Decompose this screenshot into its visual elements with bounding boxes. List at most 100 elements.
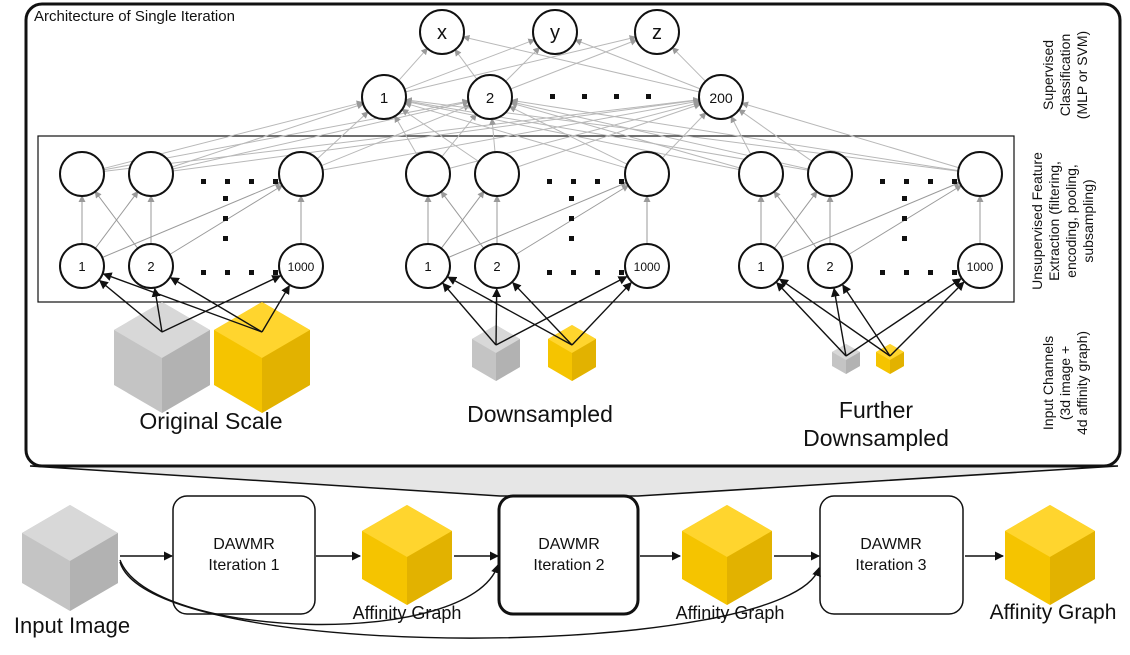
svg-text:Unsupervised Feature: Unsupervised Feature <box>1029 152 1045 290</box>
filter-pool-edge <box>94 190 139 249</box>
pool-node-c1 <box>738 151 784 197</box>
pool-hidden-edge <box>489 117 497 153</box>
pipeline: Input Image DAWMR Iteration 1 DAWMR Iter… <box>14 494 1117 639</box>
ellipsis-dot <box>928 270 933 275</box>
input-arrow <box>495 276 628 346</box>
hidden-output-edge <box>510 38 638 90</box>
ellipsis-dot <box>223 216 228 221</box>
pool-hidden-edge <box>103 96 701 172</box>
ellipsis-dot <box>550 94 555 99</box>
scale-label-downsampled: Downsampled <box>467 401 613 427</box>
zoom-funnel-shape <box>29 465 1119 497</box>
svg-text:(MLP or SVM): (MLP or SVM) <box>1074 31 1090 119</box>
output-node-y <box>532 9 578 55</box>
ellipsis-dot <box>619 179 624 184</box>
connection-edges <box>78 34 984 258</box>
pool-node-a1 <box>59 151 105 197</box>
ellipsis-dot <box>595 270 600 275</box>
pool-hidden-edge <box>172 99 470 170</box>
ellipsis-dot <box>249 179 254 184</box>
cube-original-yellow <box>214 302 310 413</box>
ellipsis-dot <box>249 270 254 275</box>
ellipsis-dot <box>952 179 957 184</box>
filter-label-b3: 1000 <box>634 260 661 274</box>
pool-node-c2 <box>807 151 853 197</box>
ellipsis-dot <box>273 270 278 275</box>
filter-node-c2 <box>807 243 853 289</box>
input-arrow <box>261 284 290 333</box>
ellipsis-dot <box>571 179 576 184</box>
ellipsis-dot <box>225 179 230 184</box>
input-arrow <box>442 282 497 346</box>
iteration-2-line1: DAWMR <box>538 536 600 553</box>
pool-node-a2 <box>128 151 174 197</box>
pool-hidden-edge <box>404 101 627 169</box>
input-arrow <box>169 277 263 333</box>
ellipsis-dot <box>880 270 885 275</box>
ellipsis-dot <box>904 179 909 184</box>
scale-label-further-downsampled: Downsampled <box>803 425 949 451</box>
pool-hidden-edge <box>508 106 628 165</box>
pool-hidden-edge <box>172 97 701 172</box>
input-arrow <box>830 287 847 357</box>
output-label-x: x <box>437 22 447 44</box>
pool-hidden-edge <box>510 97 959 172</box>
pool-node-b3 <box>624 151 670 197</box>
scale-label-further: Further <box>839 397 913 423</box>
pool-hidden-edge <box>171 102 365 168</box>
input-arrow <box>779 278 891 357</box>
iteration-2-line2: Iteration 2 <box>533 557 604 574</box>
hidden-node-200 <box>698 74 744 120</box>
scale-label-original: Original Scale <box>139 408 282 434</box>
svg-text:encoding, pooling,: encoding, pooling, <box>1063 164 1079 278</box>
pool-hidden-edge <box>404 99 740 171</box>
hidden-output-edge <box>405 35 637 93</box>
hidden-output-edge <box>671 46 706 82</box>
svg-text:(3d image +: (3d image + <box>1057 346 1073 420</box>
output-label-z: z <box>652 22 662 44</box>
feature-ellipses <box>201 179 957 275</box>
iteration-3-box <box>819 495 964 615</box>
input-arrow <box>98 280 163 333</box>
input-arrow <box>102 272 263 333</box>
filter-node-c3 <box>957 243 1003 289</box>
filter-label-c1: 1 <box>757 259 764 274</box>
filter-node-a3 <box>278 243 324 289</box>
pool-hidden-edge <box>730 115 752 155</box>
pool-node-c3 <box>957 151 1003 197</box>
filter-node-c1 <box>738 243 784 289</box>
pool-node-b2 <box>474 151 520 197</box>
pool-node-a3 <box>278 151 324 197</box>
affinity-label-2: Affinity Graph <box>676 603 785 623</box>
filter-pool-edge <box>448 181 628 258</box>
cube-affinity-1 <box>362 505 452 605</box>
ellipsis-dot <box>880 179 885 184</box>
output-layer: x y z <box>419 9 680 55</box>
ellipsis-dot <box>547 179 552 184</box>
ellipsis-dot <box>902 216 907 221</box>
hidden-label-1: 1 <box>380 90 388 107</box>
input-arrow <box>842 284 891 357</box>
filter-node-b2 <box>474 243 520 289</box>
hidden-node-2 <box>467 74 513 120</box>
filter-label-c2: 2 <box>826 259 833 274</box>
svg-text:Supervised: Supervised <box>1040 40 1056 110</box>
output-node-z <box>634 9 680 55</box>
filter-pool-edge <box>773 190 818 249</box>
filter-label-b2: 2 <box>493 259 500 274</box>
output-node-x <box>419 9 465 55</box>
hidden-label-2: 2 <box>486 90 494 107</box>
ellipsis-dot <box>223 196 228 201</box>
svg-text:Extraction (filtering,: Extraction (filtering, <box>1046 161 1062 281</box>
pool-hidden-edge <box>394 115 418 156</box>
input-arrow <box>492 287 502 346</box>
input-image-label: Input Image <box>14 613 130 638</box>
ellipsis-dot <box>571 270 576 275</box>
input-arrow <box>889 281 965 357</box>
filter-pool-edge <box>440 190 485 249</box>
input-arrow <box>151 287 163 333</box>
affinity-label-3: Affinity Graph <box>990 601 1117 624</box>
ellipsis-dot <box>904 270 909 275</box>
side-label-unsupervised: Unsupervised Feature Extraction (filteri… <box>1029 152 1096 290</box>
